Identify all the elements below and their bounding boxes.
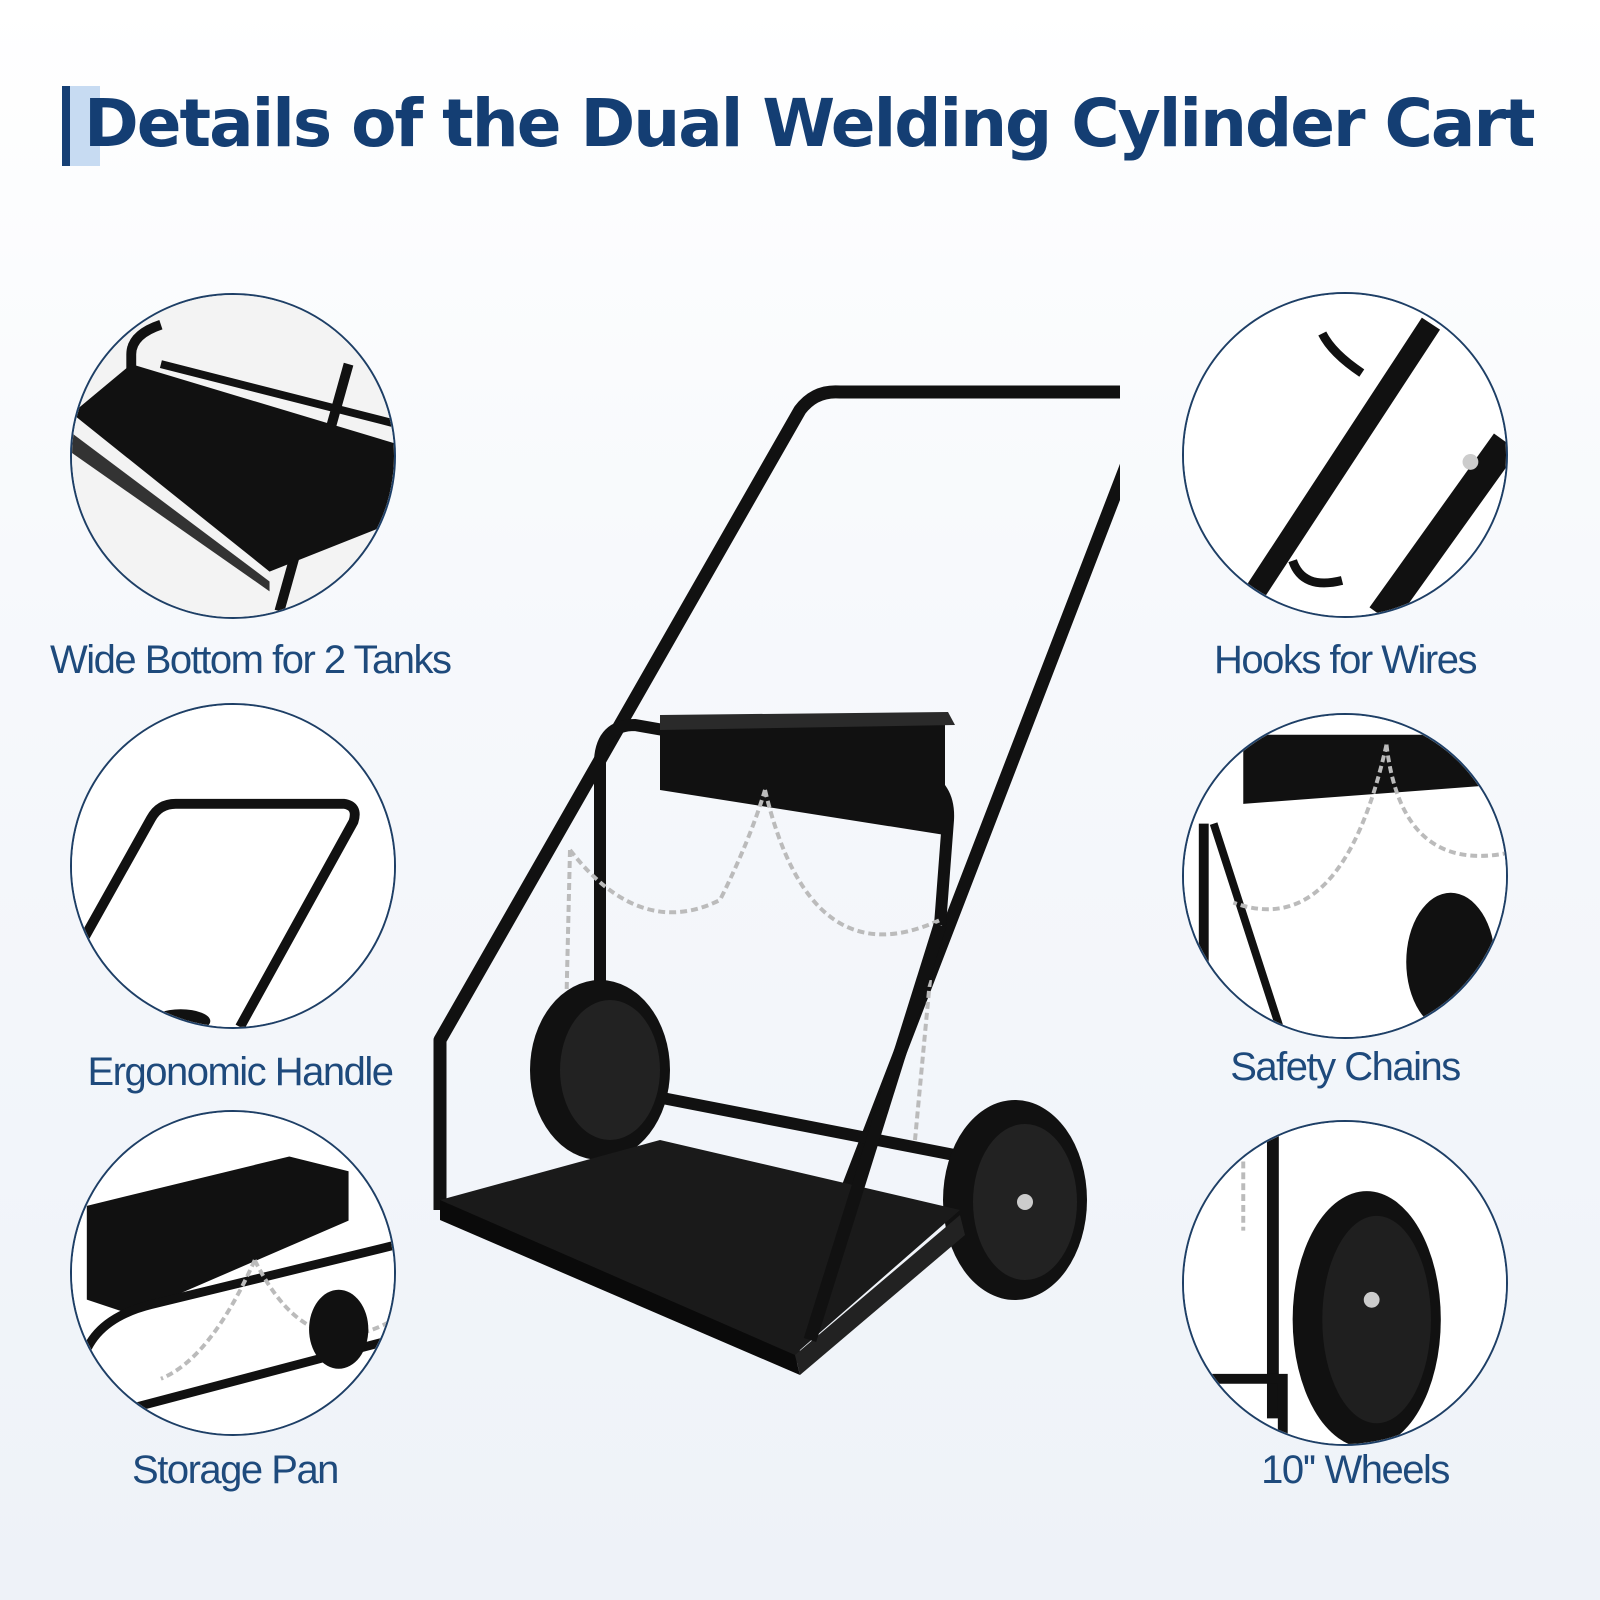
feature-label-handle: Ergonomic Handle [87, 1050, 394, 1094]
feature-circle-wide-bottom [70, 293, 396, 619]
feature-label-chains: Safety Chains [1230, 1045, 1461, 1089]
wheel-icon [1184, 1122, 1506, 1444]
page-title: Details of the Dual Welding Cylinder Car… [84, 84, 1536, 162]
hook-icon [1184, 294, 1506, 616]
page-header: Details of the Dual Welding Cylinder Car… [62, 78, 1536, 168]
storage-pan-icon [72, 1112, 394, 1434]
feature-label-storage-pan: Storage Pan [132, 1448, 339, 1492]
feature-circle-handle [70, 703, 396, 1029]
feature-label-hooks: Hooks for Wires [1214, 638, 1478, 682]
feature-circle-hooks [1182, 292, 1508, 618]
cart-illustration [433, 385, 1120, 1375]
feature-circle-chains [1182, 713, 1508, 1039]
storage-tray-icon [72, 295, 394, 617]
feature-label-wide-bottom: Wide Bottom for 2 Tanks [50, 638, 452, 682]
feature-circle-wheels [1182, 1120, 1508, 1446]
feature-label-wheels: 10'' Wheels [1261, 1448, 1450, 1492]
product-cart-image [420, 380, 1120, 1380]
chain-icon [1184, 715, 1506, 1037]
handle-icon [72, 705, 394, 1027]
feature-circle-storage-pan [70, 1110, 396, 1436]
title-accent-bar-dark [62, 86, 70, 166]
